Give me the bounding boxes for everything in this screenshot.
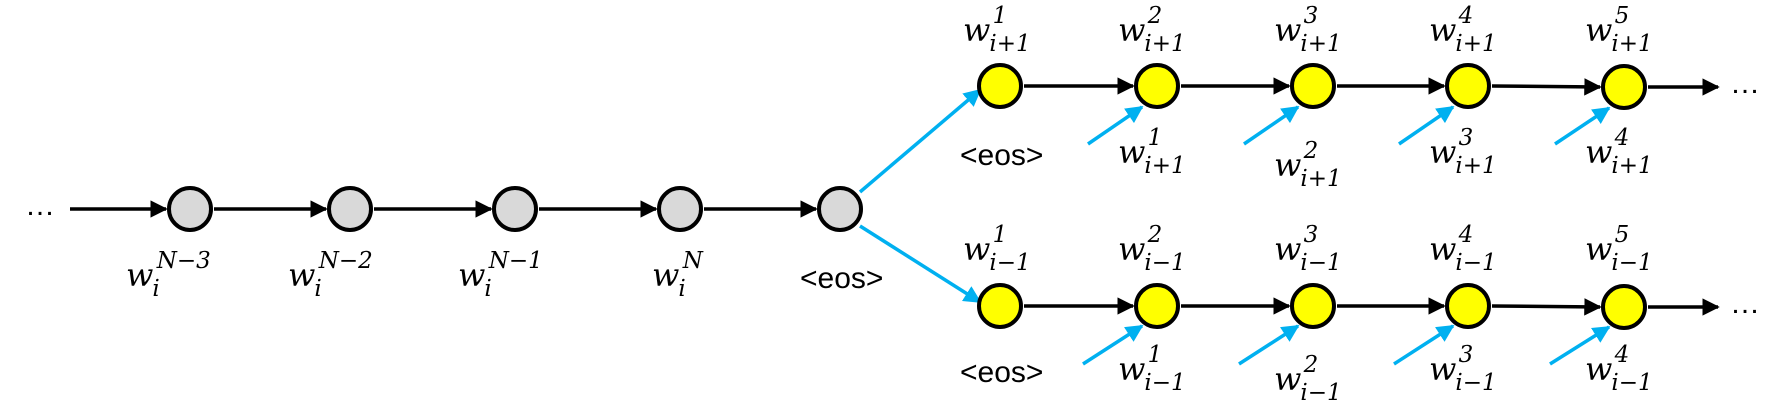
prev-eos-input-label: <eos> [960,356,1043,389]
next-input-arrow-3 [1243,105,1300,146]
prev-input-arrow-2 [1082,324,1144,366]
prev-decoder-node [1134,283,1180,329]
prev-input-arrow-5 [1549,325,1611,366]
prev-decoder-node [977,283,1023,329]
next-decoder-node [977,63,1023,109]
prev-input-label: wi−12 [1274,352,1342,406]
encoder-node [492,186,538,232]
prev-trailing-ellipsis: … [1730,287,1760,320]
edge-branch-next [858,88,982,194]
leading-ellipsis: … [25,189,55,222]
context-word-label: wiN [652,248,704,302]
next-input-arrow-5 [1554,106,1611,146]
edge-prev-4-5 [1491,298,1602,316]
prev-output-label: wi−14 [1429,222,1497,276]
encoder-node [167,186,213,232]
next-output-label: wi+14 [1429,3,1497,57]
context-word-label: wiN−3 [126,248,211,302]
next-input-arrow-4 [1398,105,1455,146]
encoder-node [657,186,703,232]
next-input-label: wi+11 [1118,125,1186,179]
prev-decoder-node [1601,284,1647,330]
encoder-node [327,186,373,232]
next-output-label: wi+13 [1274,3,1342,57]
next-output-label: wi+12 [1118,3,1186,57]
next-input-label: wi+14 [1585,125,1653,179]
prev-input-label: wi−14 [1585,342,1653,396]
next-decoder-node [1134,63,1180,109]
prev-output-label: wi−11 [963,222,1031,276]
prev-input-arrow-3 [1238,324,1300,366]
prev-input-label: wi−13 [1429,342,1497,396]
edge-branch-prev [859,224,982,304]
prev-output-label: wi−13 [1274,222,1342,276]
next-decoder-node [1601,64,1647,110]
edge-next-4-5 [1491,78,1602,96]
context-word-label: wiN−2 [288,248,373,302]
context-word-label: wiN−1 [458,248,543,302]
next-input-arrow-2 [1087,105,1144,146]
prev-input-arrow-4 [1393,324,1455,366]
next-trailing-ellipsis: … [1730,67,1760,100]
encoder-eos-label: <eos> [800,262,883,295]
next-output-label: wi+11 [963,3,1031,57]
prev-decoder-node [1445,283,1491,329]
next-input-label: wi+12 [1274,138,1342,192]
prev-decoder-node [1290,283,1336,329]
next-output-label: wi+15 [1585,3,1653,57]
next-input-label: wi+13 [1429,125,1497,179]
encoder-eos-node [817,186,863,232]
next-decoder-node [1445,63,1491,109]
prev-output-label: wi−12 [1118,222,1186,276]
prev-input-label: wi−11 [1118,342,1186,396]
next-decoder-node [1290,63,1336,109]
prev-output-label: wi−15 [1585,222,1653,276]
next-eos-input-label: <eos> [960,139,1043,172]
